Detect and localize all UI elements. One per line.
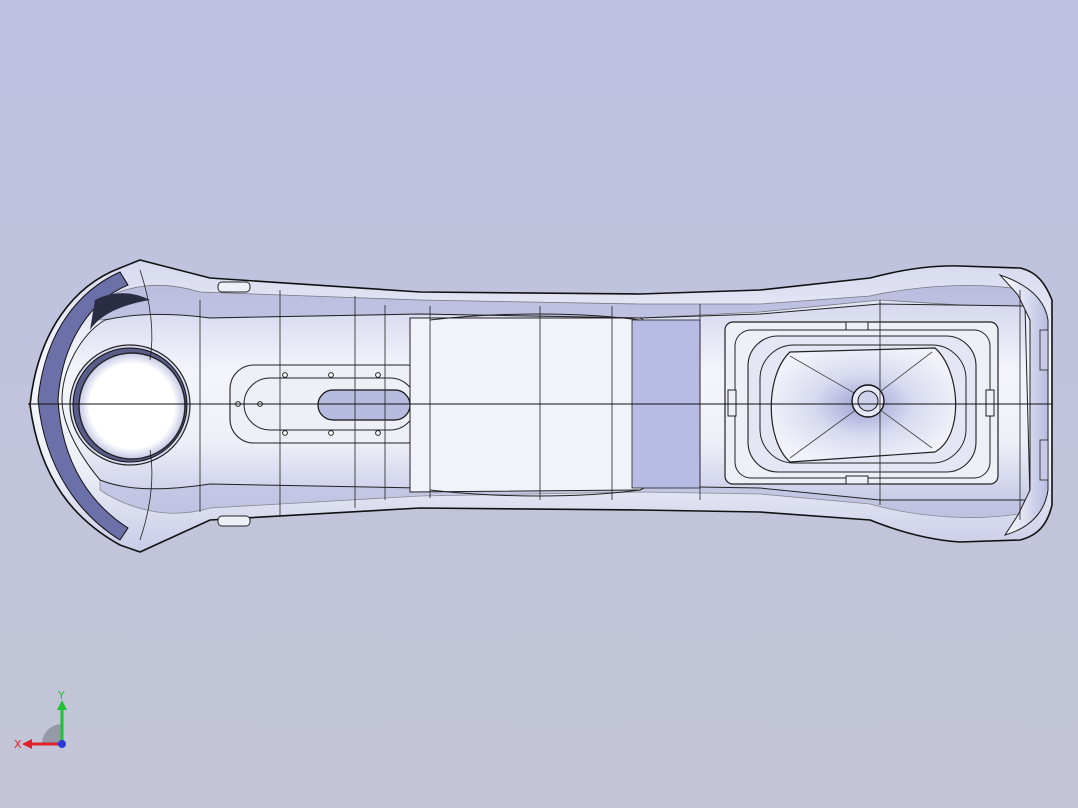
- cup-holder: [69, 344, 191, 466]
- left-wall-shadow: [90, 293, 150, 330]
- right-end-wall: [998, 273, 1049, 536]
- middle-tray: [409, 317, 661, 493]
- z-axis-dot: [58, 740, 66, 748]
- feature-edges: [139, 269, 1021, 541]
- y-axis-label: Y: [57, 689, 65, 702]
- x-axis-label: X: [14, 738, 22, 751]
- y-axis-head: [57, 700, 67, 710]
- storage-bin: [724, 321, 999, 485]
- left-end-wall: [37, 271, 129, 541]
- x-axis-head: [22, 739, 32, 749]
- orientation-triad: Y X: [14, 689, 67, 751]
- mount-tab-bottom: [217, 515, 251, 527]
- triad-plane: [42, 724, 62, 744]
- mount-tab-top: [217, 281, 251, 293]
